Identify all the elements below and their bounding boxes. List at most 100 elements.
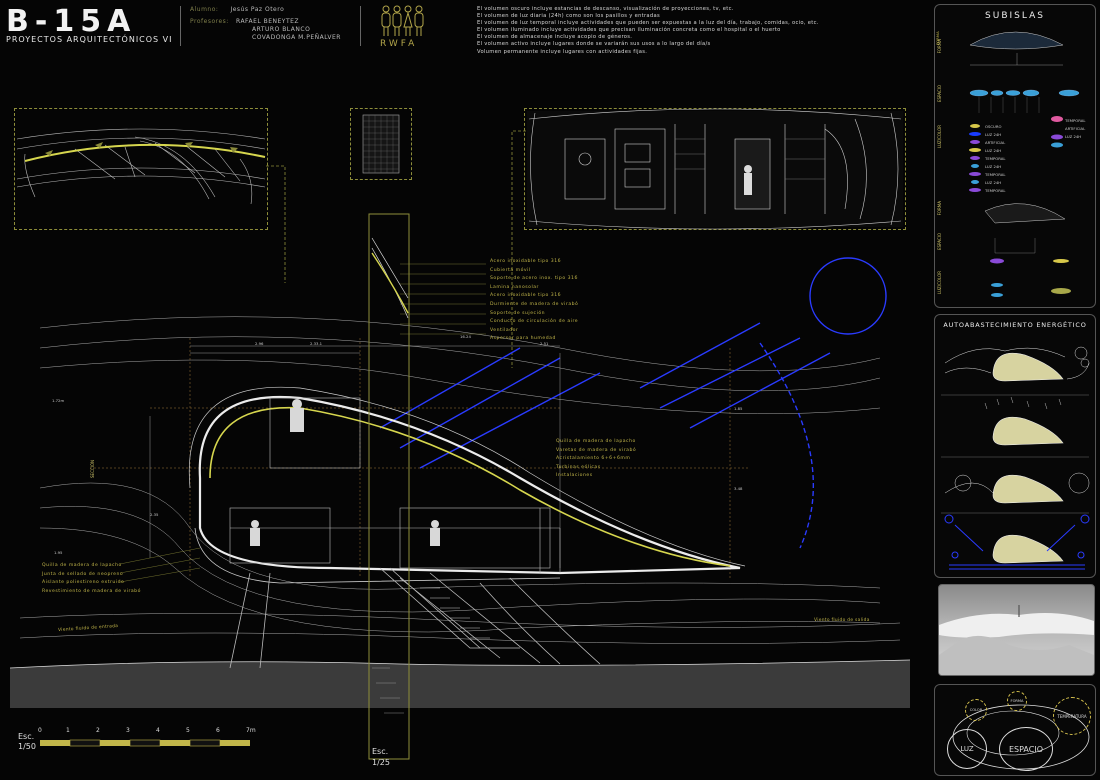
concepts-panel: LUZ ESPACIO TEMPERATURA COLOR FORMA: [934, 684, 1096, 776]
teacher-2: ARTURO BLANCO: [252, 26, 311, 33]
row-label: FORMA: [937, 201, 942, 216]
spec-item: Revestimiento de madera de virabó: [42, 588, 141, 594]
note-line: El volumen de almacenaje incluye acopio …: [477, 34, 633, 41]
teacher-1: RAFAEL BENEYTEZ: [236, 18, 300, 25]
course-subtitle: PROYECTOS ARQUITECTÓNICOS VI: [6, 35, 173, 44]
scale-tick: 5: [186, 727, 190, 734]
row-label: LUZ/COLOR: [937, 125, 942, 148]
interior-panorama: [527, 108, 903, 230]
landscape-photo: [938, 584, 1095, 676]
row-label: LUZ/COLOR: [937, 271, 942, 294]
spec-list-middle: Quilla de madera de lapacho Varetas de m…: [556, 438, 636, 481]
section-tag: SECCIÓN: [90, 460, 95, 478]
legend-item: LUZ 24H: [1065, 134, 1082, 139]
spec-item: Turbinas eólicas: [556, 464, 601, 470]
dimension-label: 2.51: [540, 341, 549, 346]
spec-item: Acero inoxidable tipo 316: [490, 259, 562, 264]
spec-item: Quilla de madera de lapacho: [556, 439, 636, 444]
scale-tick: 2: [96, 727, 100, 734]
credits: Alumno: Jesús Paz Otero Profesores: RAFA…: [190, 6, 341, 42]
spec-item: Lamina nanosolar: [490, 284, 539, 290]
photo-drawing: [939, 605, 1094, 675]
concept-forma: FORMA: [1007, 691, 1027, 711]
spec-item: Acristalamiento 6+6+6mm: [556, 456, 631, 462]
spec-item: Soporte de acero inox. tipo 316: [490, 276, 578, 282]
level-label: 3.48: [734, 486, 743, 491]
spec-item: Aspersor para humedad: [490, 336, 556, 342]
note-line: El volumen activo incluye lugares donde …: [477, 41, 711, 48]
legend-item: LUZ 24H: [985, 132, 1002, 137]
detail-column-frame: [368, 213, 410, 760]
concept-color: COLOR: [965, 699, 987, 721]
spec-item: Conducto de circulación de aire: [490, 319, 579, 325]
student-label: Alumno:: [190, 6, 219, 13]
spec-item: Ventilador: [490, 327, 519, 333]
solar-panel-icon: [362, 114, 400, 174]
scale-tick: 3: [126, 727, 130, 734]
leader-line: [511, 130, 526, 368]
legend-item: ARTIFICIAL: [1065, 126, 1086, 131]
scale-detail-value: 1/25: [372, 758, 390, 767]
legend-item: OSCURO: [985, 124, 1002, 129]
row-label: FORMA: [935, 31, 940, 45]
spec-item: Varetas de madera de virabó: [556, 447, 637, 453]
spec-item: Cubierta móvil: [490, 267, 531, 273]
legend-item: LUZ 24H: [985, 164, 1002, 169]
subislas-diagram: FORMA: [935, 31, 1080, 297]
dimension-label: 2.33.1: [310, 341, 323, 346]
row-label: FORMA: [937, 39, 942, 54]
teachers-label: Profesores:: [190, 18, 229, 25]
spec-list-left: Quilla de madera de lapacho Junta de sel…: [42, 562, 141, 596]
level-label: 1.72m: [52, 398, 65, 403]
student-name: Jesús Paz Otero: [230, 6, 285, 13]
spec-item: Quilla de madera de lapacho: [42, 563, 122, 568]
spec-item: Soporte de sujeción: [490, 310, 546, 316]
legend-item: TEMPORAL: [1065, 118, 1086, 123]
energy-diagrams: [941, 346, 1090, 570]
divider: [360, 6, 361, 46]
scale-main-label: Esc.: [18, 732, 35, 741]
group-logo-text: RWFA: [380, 39, 418, 49]
legend-item: TEMPORAL: [985, 156, 1006, 161]
roof-detail-drawing: [16, 128, 266, 205]
level-label: 1.95: [54, 550, 63, 555]
dimension-label: 2.96: [255, 341, 264, 346]
interior-panorama-panel: [524, 108, 906, 230]
note-line: El volumen iluminado incluye actividades…: [477, 27, 781, 34]
dimension-label: 16.24: [460, 334, 471, 339]
scale-main-value: 1/50: [18, 742, 36, 751]
project-title: B-15A: [6, 4, 137, 39]
spec-item: Junta de sellado de neopreno: [42, 571, 124, 577]
scale-tick: 7m: [246, 727, 256, 734]
scale-tick: 0: [38, 727, 42, 734]
spec-list-top: Acero inoxidable tipo 316 Cubierta móvil…: [490, 258, 578, 344]
volume-notes: El volumen oscuro incluye estancias de d…: [477, 6, 917, 56]
spec-item: Instalaciones: [556, 473, 593, 479]
subislas-legend-right: TEMPORAL ARTIFICIAL LUZ 24H: [1065, 117, 1085, 141]
subislas-panel: SUBISLAS FORMA: [934, 4, 1096, 308]
solar-panel-detail: [350, 108, 412, 180]
level-label: 1.85: [734, 406, 743, 411]
roof-detail-panel: [14, 108, 268, 230]
energy-title: AUTOABASTECIMIENTO ENERGÉTICO: [943, 321, 1087, 329]
nanosolar-layer: [209, 406, 731, 567]
main-section-drawing: [9, 213, 911, 760]
scale-tick: 6: [216, 727, 220, 734]
divider: [180, 6, 181, 46]
concept-espacio: ESPACIO: [999, 727, 1053, 771]
scale-tick: 1: [66, 727, 70, 734]
shell-outline: [198, 395, 741, 575]
row-label: ESPACIO: [937, 85, 942, 103]
scale-tick: 4: [156, 727, 160, 734]
teacher-3: COVADONGA M.PEÑALVER: [252, 34, 341, 41]
note-line: El volumen oscuro incluye estancias de d…: [477, 6, 734, 12]
dimension-label: 2.35: [150, 512, 159, 517]
legend-item: TEMPORAL: [985, 188, 1006, 193]
note-line: El volumen de luz diaria (24h) como son …: [477, 13, 660, 20]
legend-item: LUZ 24H: [985, 180, 1002, 185]
subislas-title: SUBISLAS: [985, 11, 1045, 21]
legend-item: TEMPORAL: [985, 172, 1006, 177]
note-line: Volumen permanente incluye lugares con a…: [477, 48, 648, 55]
spec-item: Durmiente de madera de virabó: [490, 301, 579, 307]
row-label: ESPACIO: [937, 233, 942, 251]
